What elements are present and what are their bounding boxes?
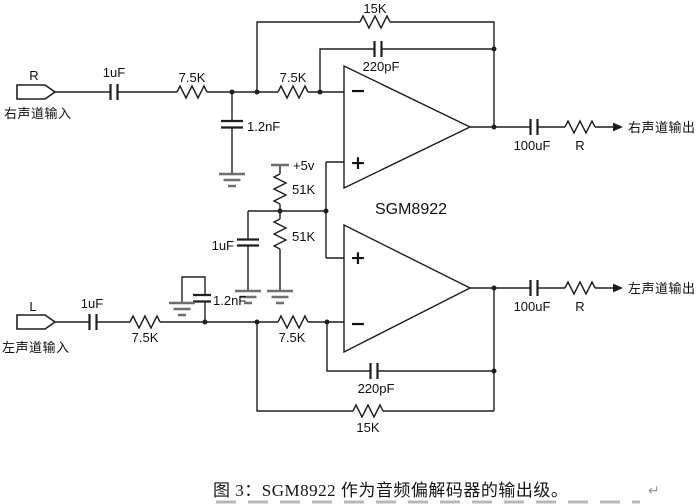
left-input-capacitor	[88, 314, 98, 330]
bias-bypass-cap-label: 1uF	[212, 238, 234, 253]
left-series-resistor-1	[129, 314, 161, 330]
left-shunt-cap-label: 1.2nF	[213, 293, 246, 308]
bias-upper-resistor	[272, 173, 288, 205]
right-series-resistor-2	[277, 84, 309, 100]
left-output-cap-label: 100uF	[514, 299, 551, 314]
bias-res-ground-icon	[267, 289, 293, 305]
figure-caption: 图 3：SGM8922 作为音频偏解码器的输出级。 ↵	[213, 481, 660, 504]
left-input-cap-label: 1uF	[81, 296, 103, 311]
opamp-top-triangle	[343, 64, 472, 190]
right-output-resistor	[564, 119, 596, 135]
left-output-resistor	[564, 280, 596, 296]
right-output-cap-label: 100uF	[514, 138, 551, 153]
left-series-resistor-2	[277, 314, 309, 330]
left-shunt-ground-icon	[169, 301, 195, 317]
left-feedback-resistor	[352, 403, 384, 419]
supply-label: +5v	[293, 158, 315, 173]
left-output-capacitor	[529, 280, 539, 296]
right-port-label: R	[29, 68, 38, 83]
bias-upper-res-label: 51K	[292, 182, 315, 197]
left-port-label: L	[29, 299, 36, 314]
right-output-capacitor	[529, 119, 539, 135]
left-channel: L 左声道输入 1uF 7.5K 1.2nF 7.5K 220pF 15K 10…	[2, 276, 696, 435]
right-shunt-ground-icon	[219, 172, 245, 188]
right-input-capacitor	[109, 84, 119, 100]
right-channel: R 右声道输入 1uF 7.5K 1.2nF 15K 7.5K 220pF 10…	[4, 1, 696, 188]
right-input-port-flag	[16, 84, 57, 100]
left-junction-dots	[202, 285, 497, 374]
bias-lower-res-label: 51K	[292, 229, 315, 244]
right-junction-dots	[229, 46, 497, 130]
opamp-bottom-inverting-sign: −	[350, 313, 366, 335]
right-feedback-capacitor	[373, 41, 383, 57]
opamp-bottom-noninverting-sign: +	[350, 247, 366, 269]
right-channel-wires	[55, 21, 613, 173]
opamp-bottom-triangle	[343, 223, 472, 354]
left-series-res2-label: 7.5K	[279, 330, 306, 345]
right-output-desc: 右声道输出	[628, 120, 696, 135]
left-feedback-cap-label: 220pF	[358, 381, 395, 396]
right-series-res1-label: 7.5K	[179, 70, 206, 85]
right-port-desc: 右声道输入	[4, 106, 72, 121]
right-feedback-res-label: 15K	[363, 1, 386, 16]
right-output-res-label: R	[575, 138, 584, 153]
right-series-res2-label: 7.5K	[280, 70, 307, 85]
bias-network: +5v 51K 51K 1uF	[212, 158, 344, 305]
opamp-top-inverting-sign: −	[350, 80, 366, 102]
right-series-resistor-1	[176, 84, 208, 100]
right-feedback-cap-label: 220pF	[363, 59, 400, 74]
bias-bypass-capacitor	[237, 238, 259, 247]
bias-cap-ground-icon	[235, 289, 261, 305]
left-series-res1-label: 7.5K	[132, 330, 159, 345]
right-shunt-cap-label: 1.2nF	[247, 119, 280, 134]
left-port-desc: 左声道输入	[2, 340, 70, 355]
left-input-port-flag	[16, 314, 57, 330]
left-shunt-capacitor	[193, 293, 211, 303]
left-output-res-label: R	[575, 299, 584, 314]
opamp-top-noninverting-sign: +	[350, 152, 366, 174]
left-output-arrow-icon	[613, 283, 623, 293]
left-output-desc: 左声道输出	[628, 281, 696, 296]
paragraph-return-icon: ↵	[648, 483, 660, 499]
caption-text: 图 3：SGM8922 作为音频偏解码器的输出级。	[213, 481, 568, 500]
left-feedback-res-label: 15K	[356, 420, 379, 435]
right-input-cap-label: 1uF	[103, 65, 125, 80]
right-output-arrow-icon	[613, 122, 623, 132]
chip-label: SGM8922	[375, 201, 447, 218]
left-feedback-capacitor	[369, 363, 379, 379]
right-shunt-capacitor	[221, 119, 243, 129]
bias-junction-dots	[277, 208, 329, 214]
bias-lower-resistor	[272, 218, 288, 250]
right-feedback-resistor	[359, 14, 391, 30]
opamps: − + + − SGM8922	[343, 64, 472, 354]
